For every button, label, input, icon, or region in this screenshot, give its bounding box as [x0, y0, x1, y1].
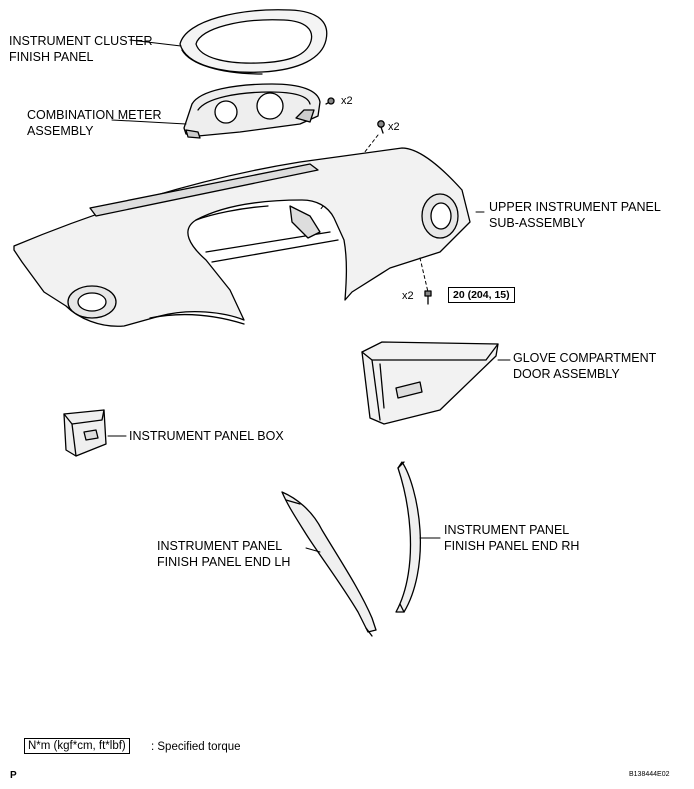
label-instrument-panel-box: INSTRUMENT PANEL BOX [129, 428, 284, 444]
qty-lower-bolts: x2 [402, 290, 414, 302]
label-line: FINISH PANEL END LH [157, 555, 291, 569]
label-glove-compartment-door: GLOVE COMPARTMENT DOOR ASSEMBLY [513, 350, 656, 382]
label-line: INSTRUMENT PANEL BOX [129, 429, 284, 443]
label-line: INSTRUMENT PANEL [157, 539, 283, 553]
label-line: UPPER INSTRUMENT PANEL [489, 200, 661, 214]
qty-meter-screws: x2 [341, 95, 353, 107]
qty-upper-screws: x2 [388, 121, 400, 133]
label-line: DOOR ASSEMBLY [513, 367, 620, 381]
footer-left-mark: P [10, 770, 17, 781]
label-line: GLOVE COMPARTMENT [513, 351, 657, 365]
legend-text: : Specified torque [151, 741, 241, 753]
figure-code: B138444E02 [629, 771, 670, 778]
label-combination-meter-assembly: COMBINATION METER ASSEMBLY [27, 107, 162, 139]
instrument-cluster-finish-panel [179, 9, 328, 75]
screw-icon [377, 120, 385, 134]
label-instrument-cluster-finish-panel: INSTRUMENT CLUSTER FINISH PANEL [9, 33, 153, 65]
glove-compartment-door [361, 341, 499, 425]
combination-meter-assembly [183, 83, 321, 139]
finish-panel-end-lh [281, 491, 377, 637]
label-line: COMBINATION METER [27, 108, 162, 122]
label-finish-panel-end-lh: INSTRUMENT PANEL FINISH PANEL END LH [157, 538, 290, 570]
label-line: FINISH PANEL END RH [444, 539, 580, 553]
label-finish-panel-end-rh: INSTRUMENT PANEL FINISH PANEL END RH [444, 522, 579, 554]
upper-instrument-panel [13, 147, 471, 327]
label-line: INSTRUMENT PANEL [444, 523, 570, 537]
torque-spec-box: 20 (204, 15) [448, 287, 515, 303]
label-line: SUB-ASSEMBLY [489, 216, 586, 230]
label-line: ASSEMBLY [27, 124, 94, 138]
label-line: FINISH PANEL [9, 50, 94, 64]
bolt-icon [424, 290, 432, 305]
screw-icon [325, 97, 335, 105]
label-upper-instrument-panel: UPPER INSTRUMENT PANEL SUB-ASSEMBLY [489, 199, 661, 231]
legend-unit-box: N*m (kgf*cm, ft*lbf) [24, 738, 130, 754]
finish-panel-end-rh [395, 461, 422, 613]
instrument-panel-box [63, 409, 107, 457]
label-line: INSTRUMENT CLUSTER [9, 34, 153, 48]
